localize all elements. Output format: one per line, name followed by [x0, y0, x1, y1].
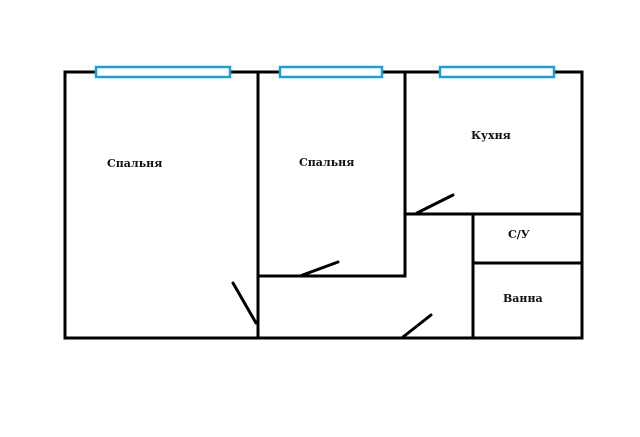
door-entrance: [401, 313, 433, 339]
room-label-bathroom: Ванна: [503, 292, 543, 305]
doors: [231, 193, 455, 339]
room-label-bedroom-2: Спальня: [299, 156, 354, 169]
room-label-kitchen: Кухня: [471, 129, 511, 142]
windows: [94, 65, 556, 79]
door-bedroom-2: [298, 260, 340, 278]
window-bedroom-2: [278, 65, 384, 79]
room-labels: Спальня Спальня Кухня С/У Ванна: [107, 129, 543, 305]
door-bedroom-1: [231, 281, 258, 325]
room-label-toilet: С/У: [508, 228, 530, 241]
window-kitchen: [438, 65, 556, 79]
room-label-bedroom-1: Спальня: [107, 157, 162, 170]
window-bedroom-1: [94, 65, 232, 79]
door-kitchen: [415, 193, 455, 215]
